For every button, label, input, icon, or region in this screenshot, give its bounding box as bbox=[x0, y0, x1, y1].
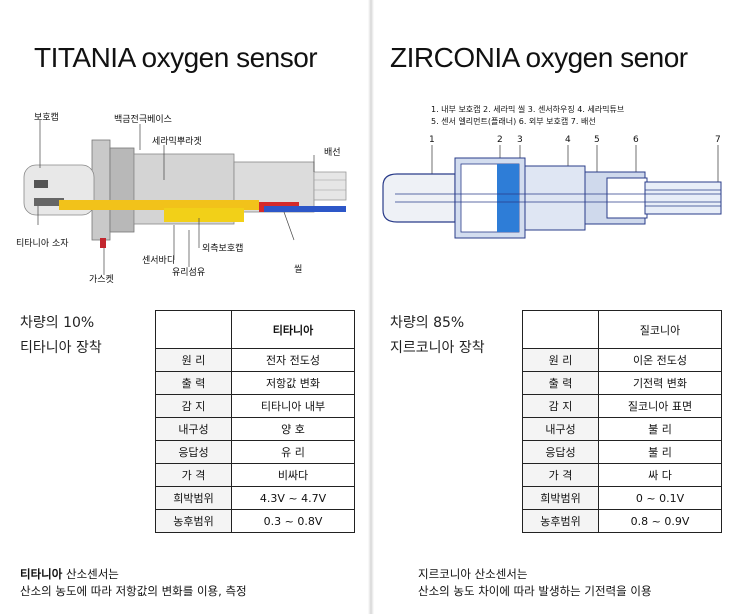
row-value: 이온 전도성 bbox=[598, 348, 722, 372]
part-number-5: 5 bbox=[594, 135, 600, 145]
row-value: 질코니아 표면 bbox=[598, 394, 722, 418]
label-ceramic-rod: 세라믹뿌라겟 bbox=[152, 135, 202, 147]
part-number-4: 4 bbox=[565, 135, 571, 145]
footer-bold-term: 티타니아 bbox=[20, 567, 63, 581]
label-seal: 씰 bbox=[294, 264, 302, 275]
zirconia-sensor-diagram: 1. 내부 보호캡 2. 세라믹 씰 3. 센서하우징 4. 세라믹튜브 5. … bbox=[382, 104, 722, 239]
row-key: 내구성 bbox=[155, 417, 232, 441]
row-key: 출 력 bbox=[155, 371, 232, 395]
footer-line2: 산소의 농도 차이에 따라 발생하는 기전력을 이용 bbox=[418, 584, 652, 598]
titania-note-share: 차량의 10% bbox=[20, 315, 95, 331]
row-value: 비싸다 bbox=[231, 463, 355, 487]
row-key: 가 격 bbox=[522, 463, 599, 487]
table-corner bbox=[155, 310, 232, 349]
row-key: 원 리 bbox=[155, 348, 232, 372]
row-value: 불 리 bbox=[598, 417, 722, 441]
row-value: 티타니아 내부 bbox=[231, 394, 355, 418]
row-value: 기전력 변화 bbox=[598, 371, 722, 395]
label-gasket: 가스켓 bbox=[89, 274, 114, 285]
label-protect-cap: 보호캡 bbox=[34, 111, 59, 123]
zirconia-title: ZIRCONIA oxygen senor bbox=[390, 42, 688, 73]
part-number-6: 6 bbox=[633, 135, 639, 145]
part-number-3: 3 bbox=[517, 135, 523, 145]
row-value: 저항값 변화 bbox=[231, 371, 355, 395]
footer-line2: 산소의 농도에 따라 저항값의 변화를 이용, 측정 bbox=[20, 584, 247, 598]
row-value: 양 호 bbox=[231, 417, 355, 441]
zirconia-note-share: 차량의 85% bbox=[390, 315, 465, 331]
row-value: 0 ~ 0.1V bbox=[598, 486, 722, 510]
label-platinum-base: 백금전극베이스 bbox=[114, 114, 172, 125]
row-value: 0.3 ~ 0.8V bbox=[231, 509, 355, 533]
row-key: 원 리 bbox=[522, 348, 599, 372]
row-key: 농후범위 bbox=[155, 509, 232, 533]
row-key: 출 력 bbox=[522, 371, 599, 395]
titania-title: TITANIA oxygen sensor bbox=[34, 42, 318, 73]
label-wire: 배선 bbox=[324, 147, 341, 158]
zirconia-note: 차량의 85% 지르코니아 장착 bbox=[390, 311, 485, 361]
label-glass-fiber: 유리섬유 bbox=[172, 267, 205, 278]
legend-line2: 5. 센서 엘리먼트(플래너) 6. 외부 보호캡 7. 배선 bbox=[431, 116, 596, 126]
center-divider bbox=[368, 0, 374, 614]
legend-line1: 1. 내부 보호캡 2. 세라믹 씰 3. 센서하우징 4. 세라믹튜브 bbox=[431, 104, 624, 114]
label-titania-element: 티타니아 소자 bbox=[16, 238, 69, 249]
footer-line1: 지르코니아 산소센서는 bbox=[418, 567, 528, 581]
part-number-2: 2 bbox=[497, 135, 503, 145]
row-value: 싸 다 bbox=[598, 463, 722, 487]
row-key: 희박범위 bbox=[522, 486, 599, 510]
row-key: 희박범위 bbox=[155, 486, 232, 510]
row-value: 전자 전도성 bbox=[231, 348, 355, 372]
row-key: 감 지 bbox=[522, 394, 599, 418]
row-value: 0.8 ~ 0.9V bbox=[598, 509, 722, 533]
part-number-7: 7 bbox=[715, 135, 721, 145]
row-value: 불 리 bbox=[598, 440, 722, 464]
row-key: 응답성 bbox=[155, 440, 232, 464]
row-value: 4.3V ~ 4.7V bbox=[231, 486, 355, 510]
row-key: 내구성 bbox=[522, 417, 599, 441]
table-header: 티타니아 bbox=[231, 310, 355, 349]
titania-note: 차량의 10% 티타니아 장착 bbox=[20, 311, 102, 361]
table-header: 질코니아 bbox=[598, 310, 722, 349]
row-key: 가 격 bbox=[155, 463, 232, 487]
label-sensor-body: 센서바디 bbox=[142, 255, 175, 266]
row-value: 유 리 bbox=[231, 440, 355, 464]
titania-footer: 티타니아 산소센서는 산소의 농도에 따라 저항값의 변화를 이용, 측정 bbox=[20, 566, 247, 600]
footer-line1-rest: 산소센서는 bbox=[62, 567, 119, 581]
titania-note-mount: 티타니아 장착 bbox=[20, 340, 102, 356]
zirconia-footer: 지르코니아 산소센서는 산소의 농도 차이에 따라 발생하는 기전력을 이용 bbox=[418, 566, 652, 600]
part-number-1: 1 bbox=[429, 135, 435, 145]
label-outer-cap: 외측보호캡 bbox=[202, 242, 243, 254]
row-key: 감 지 bbox=[155, 394, 232, 418]
table-corner bbox=[522, 310, 599, 349]
row-key: 응답성 bbox=[522, 440, 599, 464]
row-key: 농후범위 bbox=[522, 509, 599, 533]
titania-sensor-diagram: 보호캡 백금전극베이스 세라믹뿌라겟 배선 티타니아 소자 외측보호캡 센서바디… bbox=[16, 111, 347, 285]
zirconia-note-mount: 지르코니아 장착 bbox=[390, 340, 485, 356]
